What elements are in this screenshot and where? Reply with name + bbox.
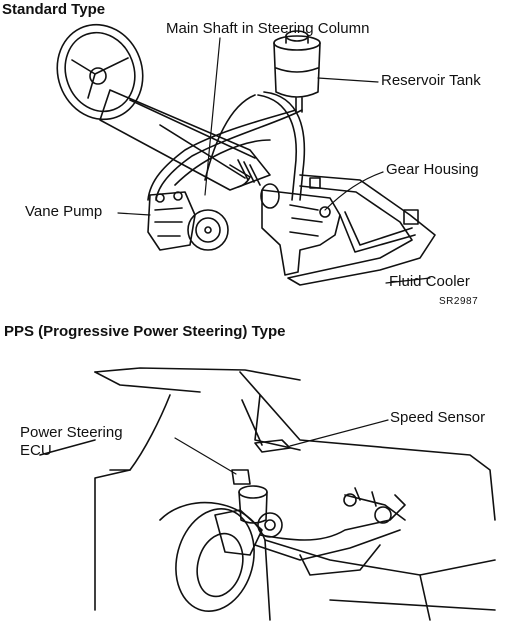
ps-ecu-label-line2: ECU — [20, 442, 52, 459]
gear-housing — [260, 183, 341, 276]
speed-sensor-label: Speed Sensor — [390, 409, 486, 426]
reservoir-tank — [273, 30, 321, 113]
leader-lines-pps — [174, 419, 389, 475]
reservoir-tank-label: Reservoir Tank — [381, 72, 481, 89]
gear-housing-label: Gear Housing — [386, 161, 479, 178]
vane-pump — [147, 191, 229, 251]
ps-ecu-label-line1: Power Steering — [20, 424, 123, 441]
standard-type-heading: Standard Type — [2, 1, 106, 18]
pps-components — [231, 439, 291, 485]
cooler-lines — [287, 174, 436, 286]
leader-lines-standard — [117, 37, 431, 284]
hoses — [147, 91, 306, 201]
steering-wheel — [56, 23, 144, 121]
pps-type-heading: PPS (Progressive Power Steering) Type — [4, 323, 286, 340]
main-shaft-label: Main Shaft in Steering Column — [166, 20, 370, 37]
figure-code-top: SR2987 — [439, 296, 479, 307]
fluid-cooler-label: Fluid Cooler — [389, 273, 470, 290]
car-body — [39, 367, 496, 621]
pps-engine-bay — [214, 485, 406, 576]
vane-pump-label: Vane Pump — [25, 203, 103, 220]
